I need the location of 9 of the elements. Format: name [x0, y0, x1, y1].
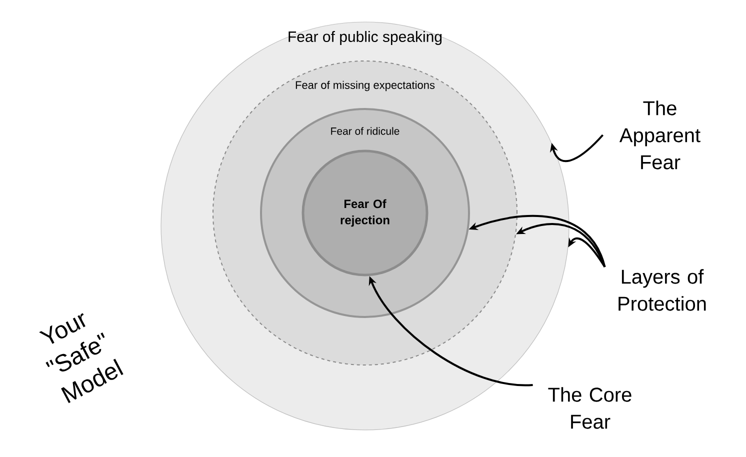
ring-label: Fear Of rejection [340, 199, 390, 227]
handwritten-label: Layers of Protection [618, 269, 706, 311]
handwritten-label: The Core Fear [548, 387, 632, 429]
ring-label: Fear of public speaking [288, 31, 442, 45]
ring-label: Fear of ridicule [331, 127, 400, 135]
arrow [568, 237, 606, 268]
ring-label: Fear of missing expectations [296, 80, 435, 92]
handwritten-label: The Apparent Fear [619, 100, 700, 170]
arrow [550, 134, 604, 162]
